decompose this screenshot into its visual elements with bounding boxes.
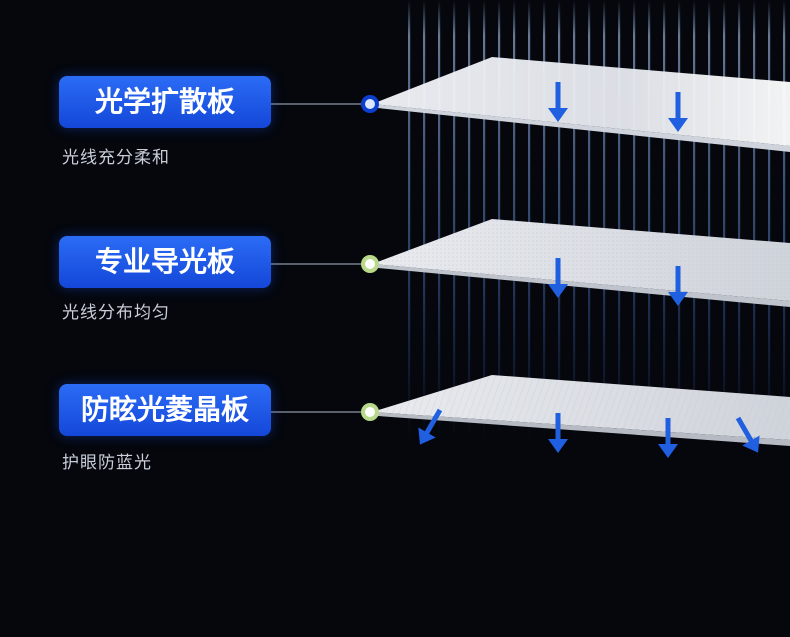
light-beam (783, 0, 786, 440)
prism-title-badge: 防眩光菱晶板 (59, 384, 271, 436)
light-beam (573, 0, 576, 440)
down-arrow-icon (658, 418, 678, 458)
prism-sheet (372, 375, 790, 446)
light-beam (603, 0, 606, 440)
light-beam (423, 0, 426, 440)
diffuser-subtitle: 光线充分柔和 (62, 148, 170, 168)
light-beam (558, 0, 561, 440)
light-beam (408, 0, 411, 440)
down-arrow-icon (548, 82, 568, 122)
blue-dot-icon (361, 95, 379, 113)
light-beam (663, 0, 666, 440)
light-beam (768, 0, 771, 440)
light-beam (738, 0, 741, 440)
diagonal-arrow-icon (735, 416, 760, 453)
green-dot-icon (361, 255, 379, 273)
light-guide-subtitle: 光线分布均匀 (62, 303, 170, 323)
light-beam (468, 0, 471, 440)
light-beam (483, 0, 486, 440)
light-beam (453, 0, 456, 440)
light-beam (528, 0, 531, 440)
diagonal-arrow-icon (418, 408, 443, 445)
light-beam (438, 0, 441, 440)
light-guide-sheet (372, 219, 790, 307)
light-beam (648, 0, 651, 440)
light-beam (753, 0, 756, 440)
light-beam (723, 0, 726, 440)
light-beam (708, 0, 711, 440)
down-arrow-icon (548, 258, 568, 298)
down-arrow-icon (668, 266, 688, 306)
light-beam (693, 0, 696, 440)
diffuser-sheet (372, 57, 790, 152)
light-guide-title-badge: 专业导光板 (59, 236, 271, 288)
light-beam (678, 0, 681, 440)
light-beam (543, 0, 546, 440)
prism-subtitle: 护眼防蓝光 (62, 453, 152, 473)
light-beam (633, 0, 636, 440)
down-arrow-icon (548, 413, 568, 453)
diffuser-title-badge: 光学扩散板 (59, 76, 271, 128)
green-dot-icon (361, 403, 379, 421)
light-beam (513, 0, 516, 440)
light-beam (618, 0, 621, 440)
down-arrow-icon (668, 92, 688, 132)
light-beam (588, 0, 591, 440)
